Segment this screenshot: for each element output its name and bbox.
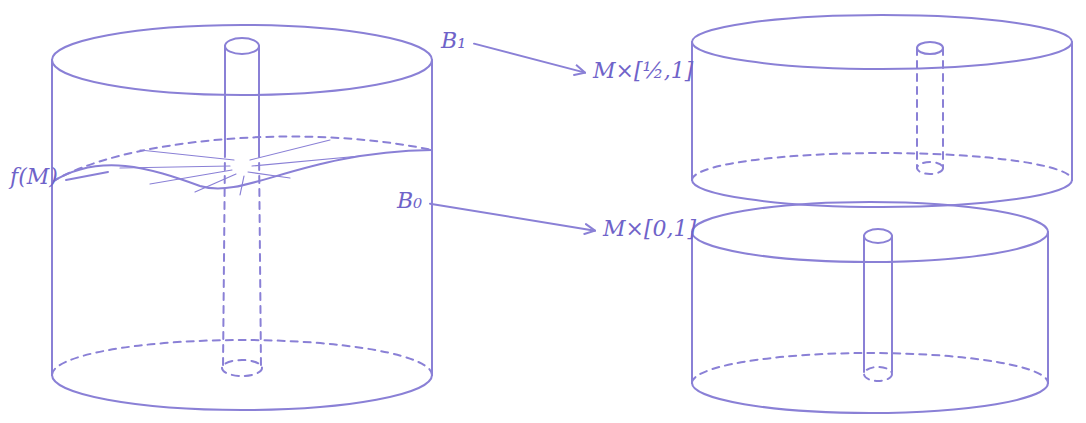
split-cylinder bbox=[52, 25, 432, 410]
map-arrow bbox=[474, 44, 585, 73]
region-label-box: B₀ bbox=[394, 186, 425, 215]
node-text: B₀ bbox=[397, 188, 422, 213]
region-label-box: B₁ bbox=[438, 26, 469, 55]
lower-product-cylinder bbox=[692, 202, 1048, 413]
node-text: B₁ bbox=[441, 28, 466, 53]
upper-product-cylinder bbox=[692, 15, 1072, 207]
node-text: M×[0,1] bbox=[603, 216, 696, 241]
region-label-box: M×[0,1] bbox=[600, 214, 699, 243]
map-arrow bbox=[430, 204, 595, 231]
label-text: f(M) bbox=[10, 164, 58, 189]
node-text: M×[½,1] bbox=[593, 58, 693, 83]
region-label-box: M×[½,1] bbox=[590, 56, 696, 85]
surface-label: f(M) bbox=[10, 164, 58, 189]
